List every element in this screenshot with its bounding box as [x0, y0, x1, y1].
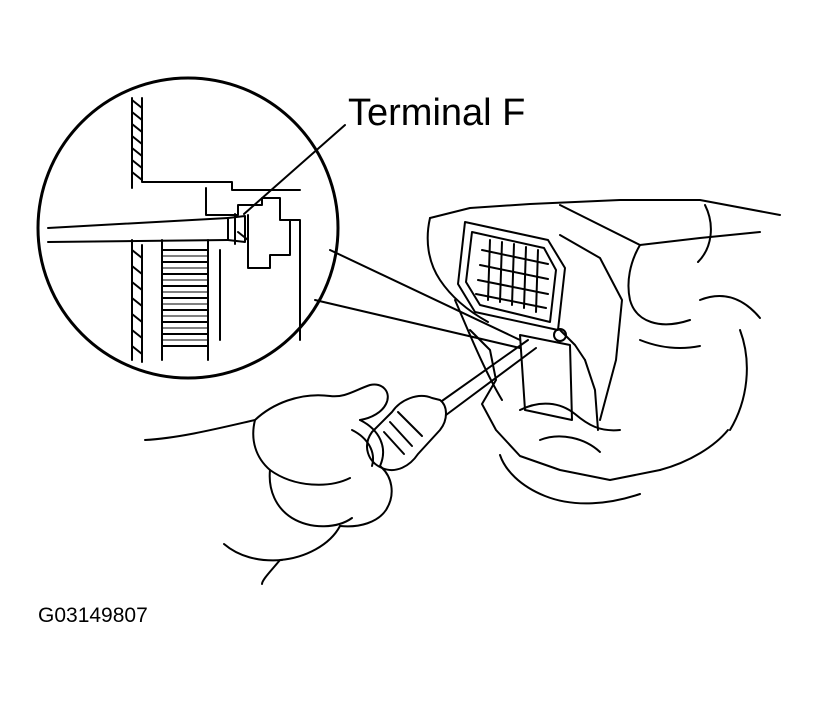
inset-detail	[48, 98, 300, 362]
magnified-inset	[38, 78, 338, 378]
magnification-cone	[315, 250, 520, 348]
terminal-label: Terminal F	[348, 92, 526, 134]
figure-id: G03149807	[38, 604, 148, 627]
hand	[145, 384, 392, 584]
probe-tool	[367, 340, 536, 470]
label-leader-line	[244, 125, 345, 214]
engine-housing	[428, 200, 780, 503]
diagnostic-connector	[458, 222, 572, 420]
